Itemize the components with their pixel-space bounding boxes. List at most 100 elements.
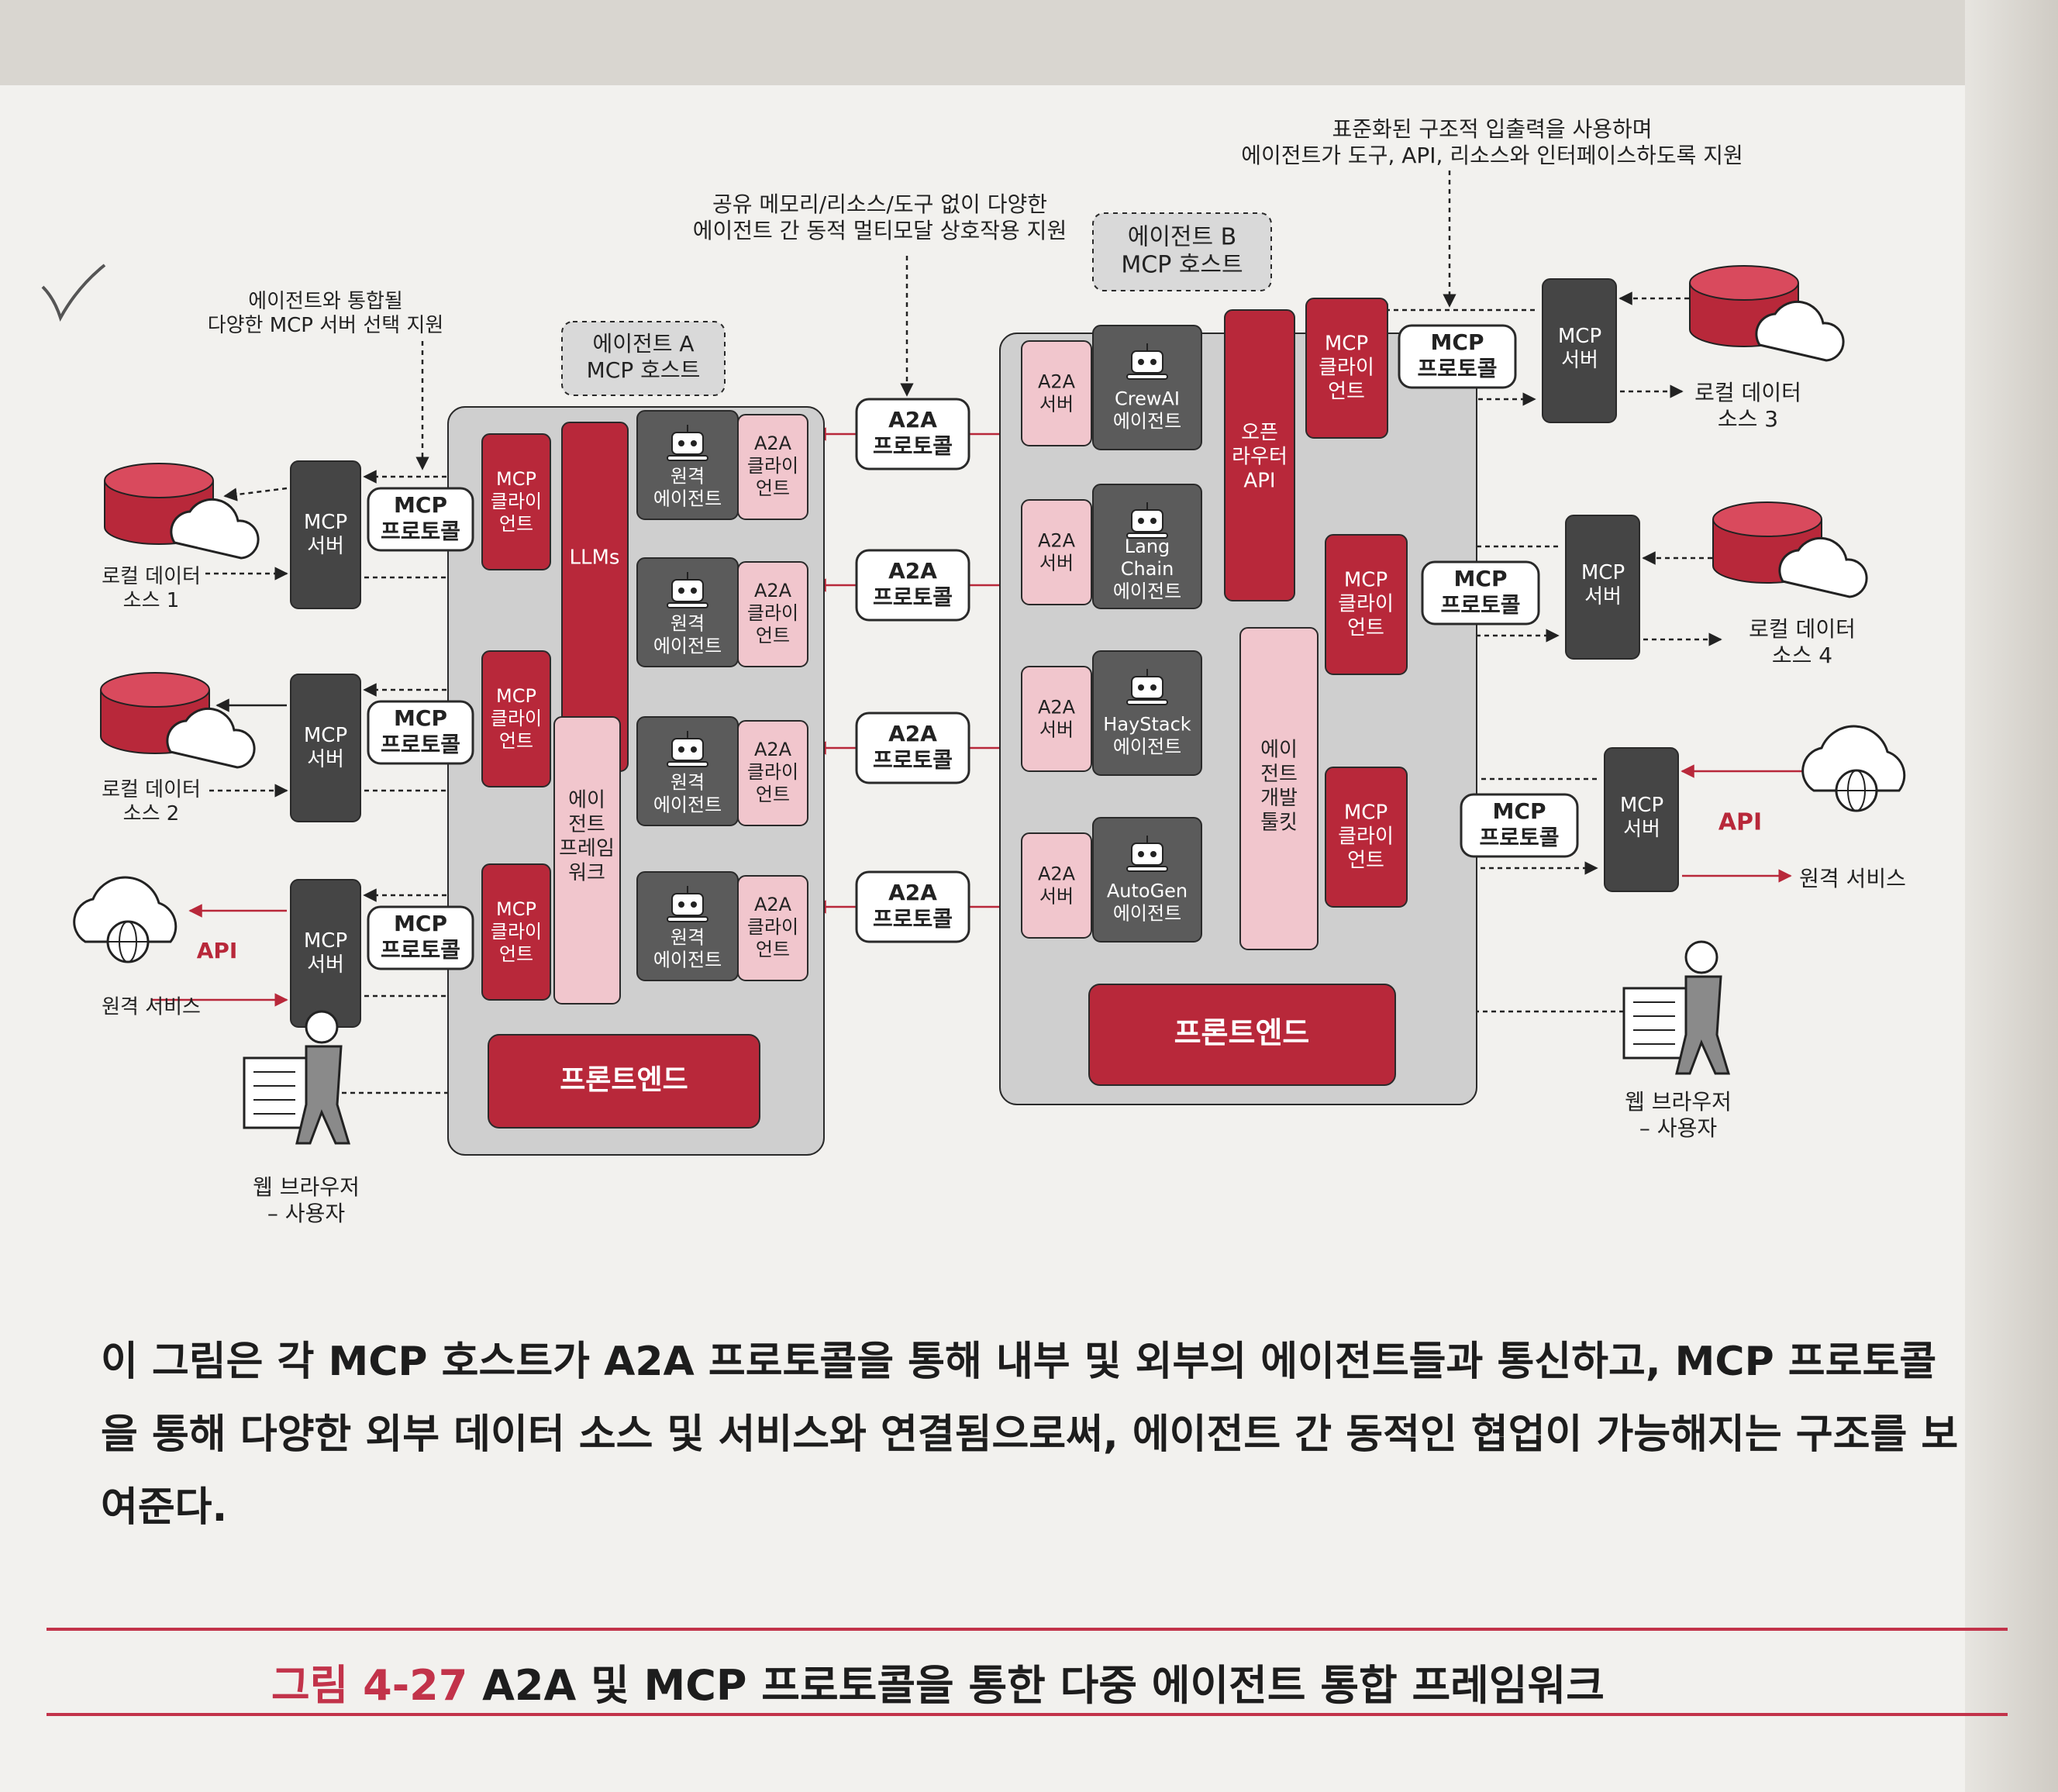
host-a-mcp-client-1-text-line-0: MCP <box>496 685 536 707</box>
right-mcp-server-2 <box>1604 747 1679 892</box>
host-a-robot-icon-0-head <box>671 432 704 455</box>
right-mcp-protocol-2-text-line-1: 프로토콜 <box>1479 825 1559 850</box>
host-a-mcp-client-2-text-line-2: 언트 <box>499 943 533 965</box>
host-b-a2a-server-1-text-line-0: A2A <box>1038 530 1076 552</box>
left-source-1-label-line-1: 소스 2 <box>123 802 180 825</box>
host-b-robot-icon-1 <box>1126 502 1168 539</box>
host-b-a2a-server-0-text-line-1: 서버 <box>1039 393 1074 415</box>
right-user-icon-body <box>1675 975 1731 1075</box>
right-mcp-server-0-text-line-0: MCP <box>1558 325 1601 348</box>
host-a-framework-text-line-0: 에이 <box>568 789 605 812</box>
right-mcp-server-1 <box>1565 515 1640 660</box>
host-b-agent-0-text-line-1: 에이전트 <box>1113 410 1181 432</box>
note-mcp-selection-line-1: 다양한 MCP 서버 선택 지원 <box>208 314 444 337</box>
host-a-frontend <box>488 1034 760 1129</box>
right-user-icon <box>1622 940 1731 1075</box>
a2a-protocol-1 <box>855 549 970 622</box>
host-b-robot-icon-2-base <box>1126 699 1168 705</box>
host-a-mcp-client-0 <box>481 433 551 570</box>
host-b-dev-toolkit-text-line-3: 툴킷 <box>1260 811 1298 834</box>
host-b-dev-toolkit-text-line-2: 개발 <box>1260 787 1298 810</box>
host-b-dev-toolkit <box>1239 627 1319 950</box>
note-standardized-io-line-1: 에이전트가 도구, API, 리소스와 인터페이스하도록 지원 <box>1241 143 1743 168</box>
note-shared-memory-line-1: 에이전트 간 동적 멀티모달 상호작용 지원 <box>693 218 1067 243</box>
host-a-framework-text-line-2: 프레임 <box>559 837 615 860</box>
host-b-agent-3-text-line-1: 에이전트 <box>1113 902 1181 924</box>
left-source-1-label-line-0: 로컬 데이터 <box>102 778 201 801</box>
host-a-a2a-client-3-text-line-0: A2A <box>754 894 792 915</box>
host-a-remote-agent-0-text-line-1: 에이전트 <box>653 488 722 509</box>
right-user-icon-doc <box>1622 987 1687 1060</box>
host-b-mcp-client-1-text-line-1: 클라이 <box>1338 593 1394 616</box>
host-a-framework-text-line-3: 워크 <box>568 861 605 884</box>
host-b-agent-1-text-line-2: 에이전트 <box>1113 581 1181 602</box>
right-mcp-protocol-1-text-line-1: 프로토콜 <box>1440 592 1520 618</box>
right-remote-service-icon <box>1801 725 1906 812</box>
right-mcp-protocol-0 <box>1398 324 1517 389</box>
host-a-a2a-client-3-text-line-2: 언트 <box>756 939 790 960</box>
host-b-a2a-server-2 <box>1021 666 1092 772</box>
right-mcp-server-1-text-line-0: MCP <box>1581 561 1625 584</box>
right-source-3-db-icon-cloud <box>1755 300 1845 362</box>
host-a-a2a-client-1 <box>737 561 808 667</box>
host-b-mcp-client-1 <box>1325 534 1408 675</box>
host-b-mcp-client-2 <box>1325 767 1408 908</box>
host-a-label-text-line-0: 에이전트 A <box>592 331 694 357</box>
host-a-mcp-client-1-text-line-2: 언트 <box>499 730 533 752</box>
host-b-robot-icon-0-eye-l <box>1138 359 1144 365</box>
next-page-edge <box>1965 0 2058 1792</box>
right-source-4-db-icon-top <box>1712 501 1822 537</box>
right-mcp-server-1-text-line-1: 서버 <box>1584 585 1622 608</box>
a2a-protocol-0 <box>855 398 970 470</box>
right-user-label-line-0: 웹 브라우저 <box>1625 1089 1732 1115</box>
host-b-robot-icon-2-eye-r <box>1150 684 1157 691</box>
left-user-icon-head <box>305 1010 339 1044</box>
left-remote-service-icon <box>73 876 178 963</box>
host-a-mcp-client-1-text-line-1: 클라이 <box>491 708 542 729</box>
host-b-dev-toolkit-text-line-0: 에이 <box>1260 739 1298 762</box>
host-a-a2a-client-1-text-line-2: 언트 <box>756 625 790 646</box>
left-mcp-protocol-0-text-line-1: 프로토콜 <box>381 519 460 544</box>
host-a-robot-icon-3-eye-l <box>678 901 684 908</box>
host-a-robot-icon-2-eye-l <box>678 746 684 753</box>
host-a-robot-icon-0-eye-l <box>678 440 684 446</box>
left-source-0-label-line-1: 소스 1 <box>123 589 180 612</box>
host-a-mcp-client-0-text-line-0: MCP <box>496 468 536 490</box>
left-mcp-server-1-text-line-0: MCP <box>304 724 347 747</box>
host-a-a2a-client-0-text-line-2: 언트 <box>756 477 790 499</box>
right-source-3-db-icon <box>1689 265 1845 362</box>
right-source-4-db-icon <box>1712 501 1868 598</box>
host-a-robot-icon-3-eye-r <box>691 901 697 908</box>
host-a-robot-icon-2 <box>667 731 708 767</box>
host-b-agent-1-text-line-0: Lang <box>1125 536 1170 557</box>
left-mcp-server-1 <box>290 674 361 822</box>
host-a-label <box>561 321 726 396</box>
host-a-framework-text-line-1: 전트 <box>568 813 605 836</box>
host-b-mcp-client-0-text-line-1: 클라이 <box>1319 357 1374 380</box>
host-b-label-text-line-0: 에이전트 B <box>1128 224 1237 251</box>
host-a-framework <box>553 716 621 1005</box>
left-mcp-protocol-0-text-line-0: MCP <box>394 492 447 518</box>
host-b-open-router <box>1224 309 1295 601</box>
host-b-a2a-server-1-text-line-1: 서버 <box>1039 552 1074 574</box>
right-mcp-protocol-0-text-line-0: MCP <box>1431 329 1484 355</box>
figure-title-text: A2A 및 MCP 프로토콜을 통한 다중 에이전트 통합 프레임워크 <box>482 1661 1605 1710</box>
host-b-robot-icon-3 <box>1126 836 1168 872</box>
left-source-2-db-icon-top <box>100 672 210 708</box>
host-a-robot-icon-0 <box>667 425 708 461</box>
host-a-robot-icon-1 <box>667 572 708 608</box>
a2a-protocol-3-text-line-0: A2A <box>888 880 937 905</box>
host-b-agent-3-text-line-0: AutoGen <box>1107 880 1188 902</box>
right-mcp-server-2-text-line-1: 서버 <box>1623 818 1660 841</box>
host-b-agent-1 <box>1092 484 1202 609</box>
left-mcp-server-0-text-line-1: 서버 <box>307 535 344 558</box>
left-remote-service-icon-cloud <box>73 876 178 943</box>
host-a-a2a-client-3-text-line-1: 클라이 <box>747 916 798 938</box>
host-a-a2a-client-1-text-line-0: A2A <box>754 580 792 601</box>
right-mcp-server-2-text-line-0: MCP <box>1620 794 1663 817</box>
host-a-a2a-client-0-text-line-0: A2A <box>754 432 792 454</box>
host-b-robot-icon-0-head <box>1131 350 1163 374</box>
host-a-mcp-client-2 <box>481 863 551 1001</box>
host-b-mcp-client-2-text-line-1: 클라이 <box>1338 825 1394 849</box>
